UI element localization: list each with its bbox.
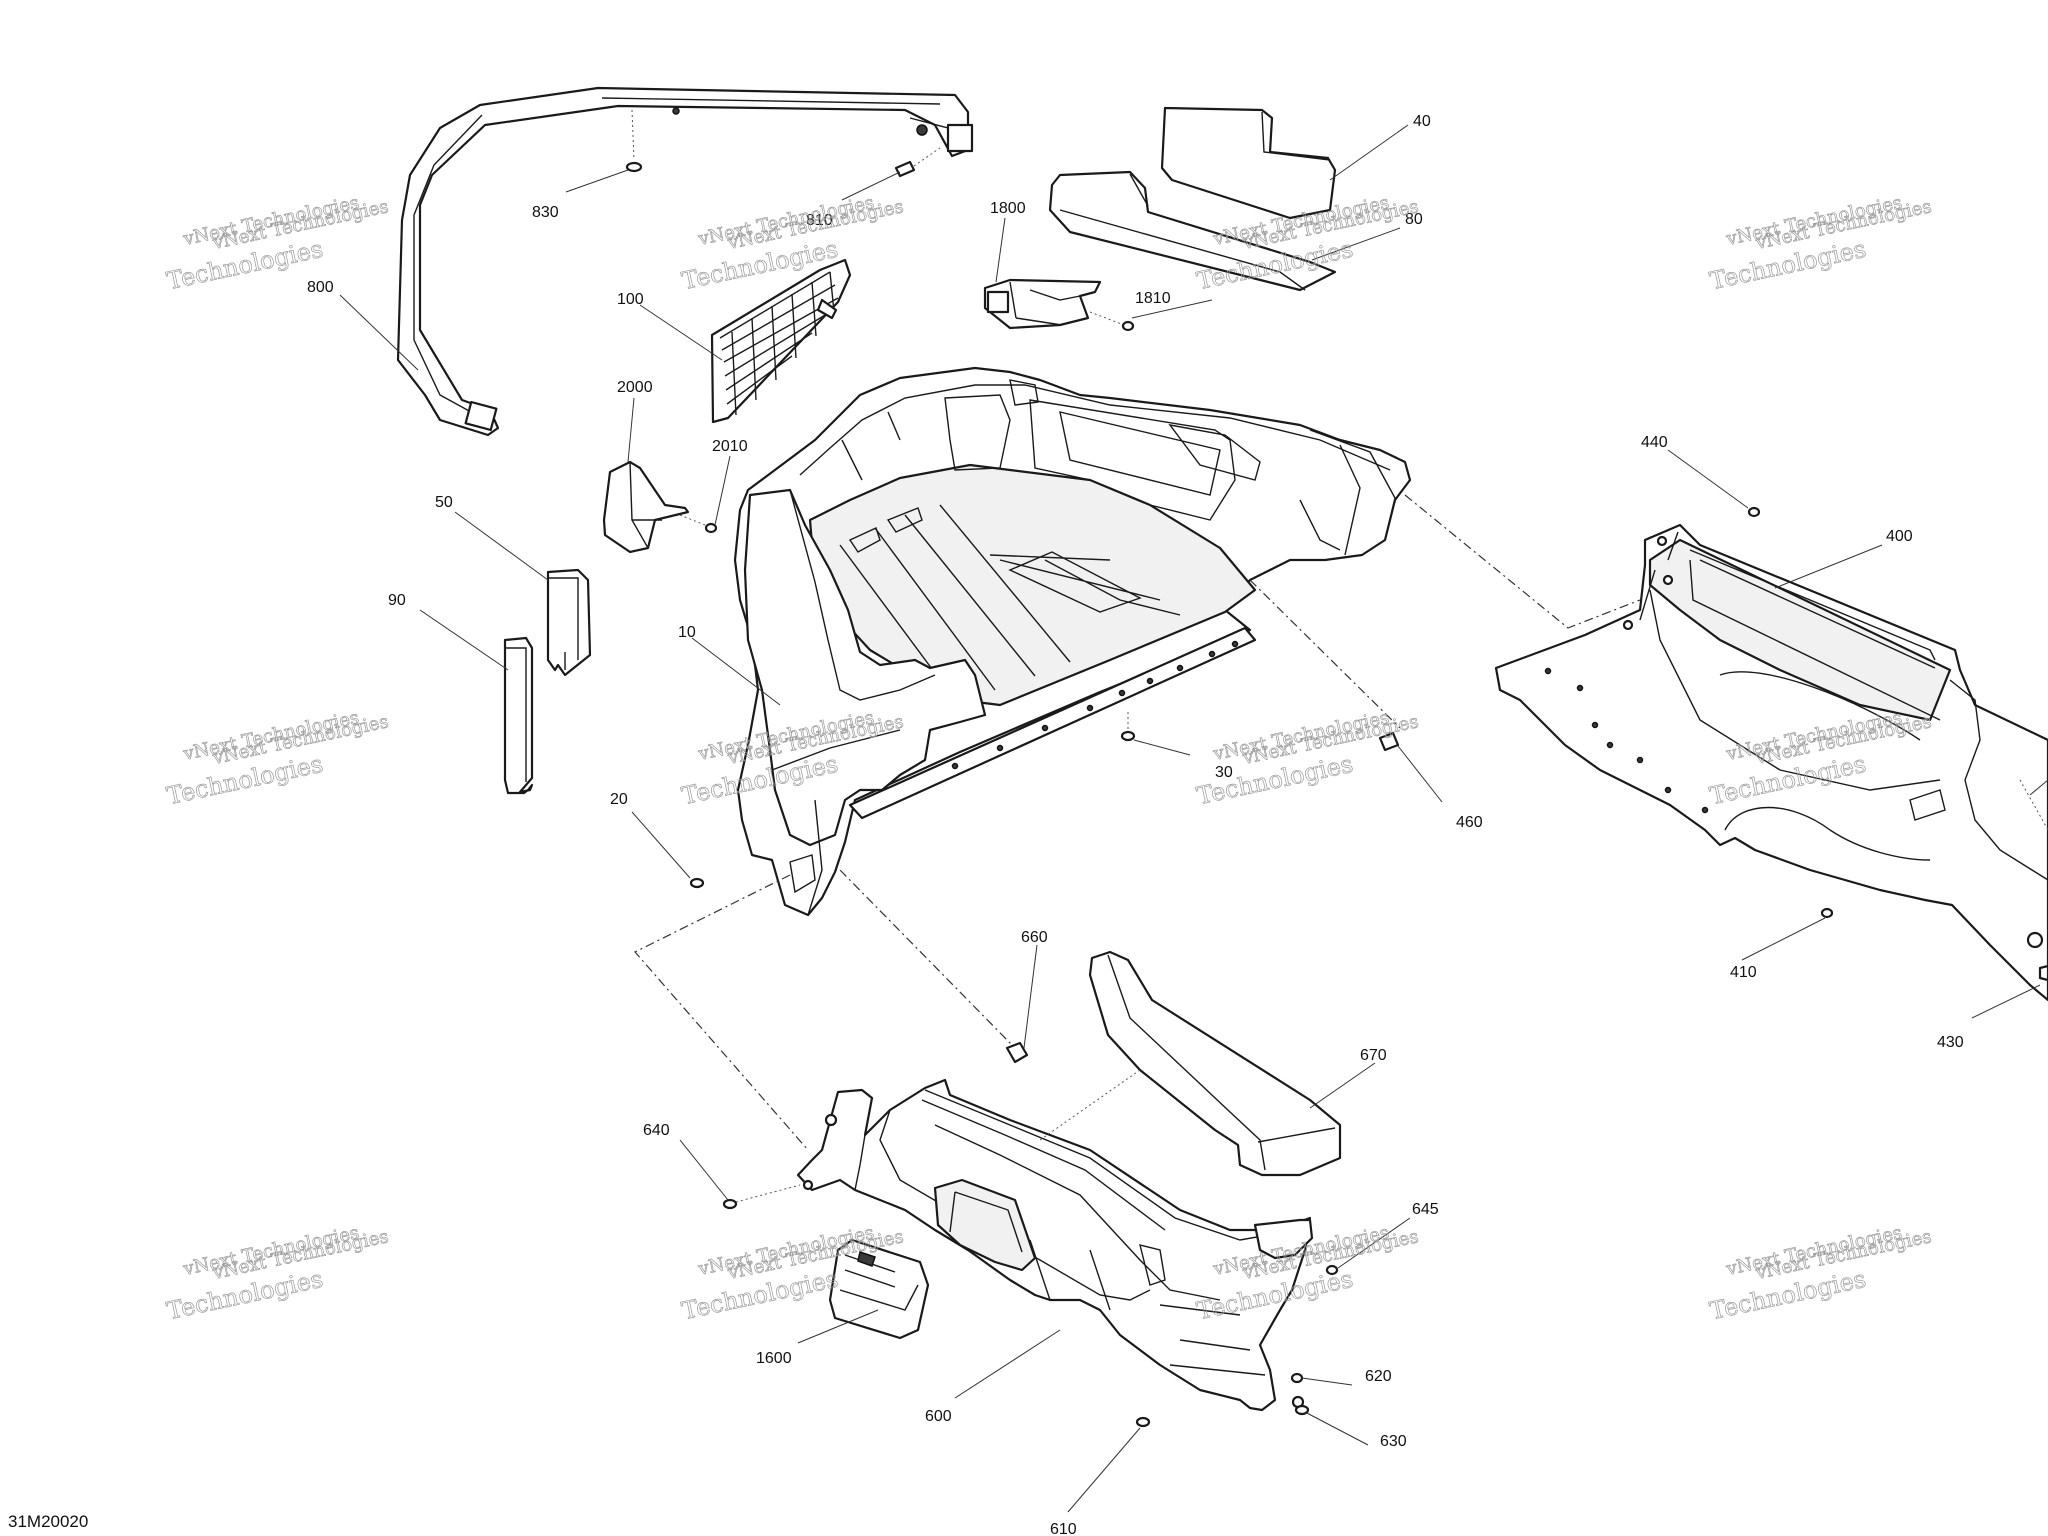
callout-620: 620 (1365, 1368, 1392, 1385)
part-10-front-body (733, 366, 1412, 917)
part-830-fastener (625, 109, 643, 173)
callout-410: 410 (1730, 964, 1757, 981)
part-40-pad (1160, 106, 1337, 220)
part-2000-bracket (602, 460, 690, 554)
part-460-clip (1378, 731, 1400, 752)
part-430-fastener (2038, 964, 2048, 982)
callout-labels: 830 810 800 100 1800 1810 40 80 2000 201… (307, 113, 1964, 1536)
part-645-screw (1325, 1264, 1339, 1276)
part-1810-screw (1089, 311, 1135, 332)
callout-90: 90 (388, 592, 406, 609)
callout-800: 800 (307, 279, 334, 296)
flange-holes (951, 640, 1239, 770)
part-600-lower-panel (796, 1078, 1314, 1412)
diagram-code: 31M20020 (8, 1512, 88, 1531)
part-30-fastener (1120, 712, 1136, 742)
callout-100: 100 (617, 291, 644, 308)
watermark: vNext Technologies Technologies vNext Te… (1707, 192, 1934, 296)
watermark: vNext Technologies Technologies vNext Te… (164, 192, 391, 296)
callout-810: 810 (806, 212, 833, 229)
part-50-foam-block (546, 568, 592, 677)
part-410-fastener (1820, 907, 1834, 919)
callout-40: 40 (1413, 113, 1431, 130)
part-1800-bracket (983, 278, 1102, 330)
part-1600-module (828, 1238, 930, 1340)
assembly-lines (634, 494, 2048, 1151)
callout-660: 660 (1021, 929, 1048, 946)
callout-2010: 2010 (712, 438, 748, 455)
callout-30: 30 (1215, 764, 1233, 781)
leader-lines (339, 124, 2048, 1513)
rear-flange-holes (1544, 667, 1709, 814)
part-100-grille (710, 258, 852, 424)
callout-640: 640 (643, 1122, 670, 1139)
part-80-pad (1048, 170, 1337, 292)
watermark: vNext Technologies Technologies vNext Te… (679, 192, 906, 296)
callout-440: 440 (1641, 434, 1668, 451)
callout-2000: 2000 (617, 379, 653, 396)
callout-610: 610 (1050, 1521, 1077, 1536)
callout-50: 50 (435, 494, 453, 511)
callout-1600: 1600 (756, 1350, 792, 1367)
callout-460: 460 (1456, 814, 1483, 831)
callout-20: 20 (610, 791, 628, 808)
callout-1800: 1800 (990, 200, 1026, 217)
part-20-fastener (689, 877, 705, 889)
callout-830: 830 (532, 204, 559, 221)
watermark: vNext Technologies Technologies vNext Te… (164, 707, 391, 811)
callout-430: 430 (1937, 1034, 1964, 1051)
callout-600: 600 (925, 1408, 952, 1425)
part-800-bumper-bar (396, 86, 974, 437)
part-90-foam-strip (503, 636, 534, 795)
part-810-fastener (894, 147, 941, 178)
callout-670: 670 (1360, 1047, 1387, 1064)
callout-400: 400 (1886, 528, 1913, 545)
watermark: vNext Technologies Technologies vNext Te… (1707, 1222, 1934, 1326)
part-660-clip (1005, 1041, 1029, 1064)
watermark: vNext Technologies Technologies vNext Te… (164, 1222, 391, 1326)
callout-1810: 1810 (1135, 290, 1171, 307)
part-400-rear-body (1494, 523, 2048, 1002)
callout-80: 80 (1405, 211, 1423, 228)
watermark: vNext Technologies Technologies vNext Te… (1194, 707, 1421, 811)
callout-645: 645 (1412, 1201, 1439, 1218)
part-670-foam-pad (1088, 950, 1342, 1177)
part-620-fastener (1290, 1372, 1304, 1384)
callout-10: 10 (678, 624, 696, 641)
part-610-fastener (1135, 1416, 1151, 1428)
part-2010-screw (679, 514, 718, 534)
callout-630: 630 (1380, 1433, 1407, 1450)
part-440-screw (1747, 506, 1761, 518)
part-640-screw (722, 1184, 801, 1210)
